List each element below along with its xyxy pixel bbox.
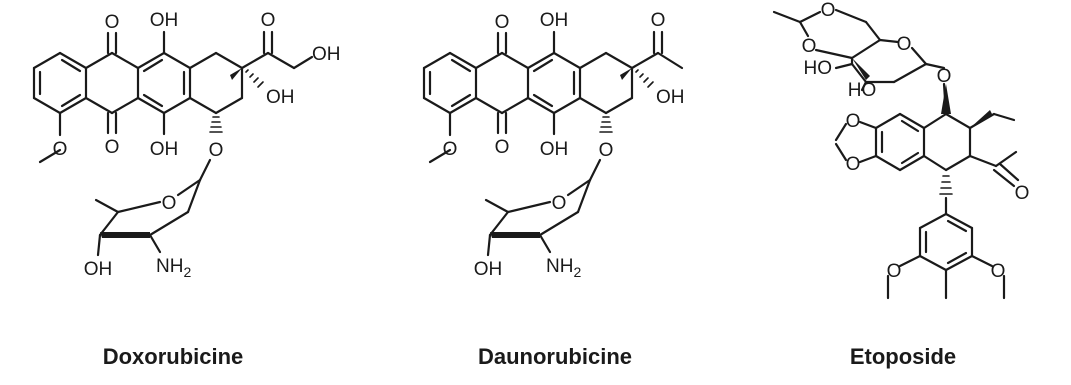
etoposide-wedge-bond: [852, 58, 870, 80]
daunorubicine-atom-labels: O OH O OH O O OH O O OH NH2: [443, 10, 685, 280]
doxorubicine-wedge-bond: [100, 232, 150, 238]
daunorubicine-atom-o: O: [443, 139, 458, 160]
daunorubicine-atom-o: O: [552, 193, 567, 214]
etoposide-atom-o: O: [821, 0, 836, 21]
doxorubicine-atom-oh: OH: [312, 44, 341, 65]
etoposide-structure: O O O HO HO O O O O O O: [772, 0, 1030, 300]
doxorubicine-caption: Doxorubicine: [102, 344, 244, 369]
doxorubicine-atom-o: O: [105, 137, 120, 158]
daunorubicine-atom-o: O: [495, 137, 510, 158]
daunorubicine-structure: O OH O OH O O OH O O OH NH2: [422, 10, 685, 280]
daunorubicine-atom-o: O: [495, 12, 510, 33]
daunorubicine-atom-nh2: NH2: [546, 256, 581, 280]
doxorubicine-atom-labels: O OH O OH OH O O OH O O OH NH2: [53, 10, 341, 280]
doxorubicine-wedge-bond: [230, 68, 242, 80]
doxorubicine-atom-oh: OH: [150, 139, 179, 160]
etoposide-atom-labels: O O O HO HO O O O O O O: [802, 0, 1030, 282]
daunorubicine-bonds: [422, 30, 684, 257]
etoposide-atom-o: O: [846, 154, 861, 175]
doxorubicine-atom-oh: OH: [84, 259, 113, 280]
daunorubicine-atom-o: O: [599, 140, 614, 161]
daunorubicine-atom-oh: OH: [540, 139, 569, 160]
doxorubicine-atom-o: O: [162, 193, 177, 214]
etoposide-atom-o: O: [846, 111, 861, 132]
doxorubicine-structure: O OH O OH OH O O OH O O OH NH2: [32, 10, 341, 280]
daunorubicine-wedge-bond: [490, 232, 540, 238]
etoposide-atom-o: O: [991, 261, 1006, 282]
doxorubicine-atom-o: O: [105, 12, 120, 33]
daunorubicine-atom-oh: OH: [540, 10, 569, 31]
etoposide-atom-o: O: [897, 34, 912, 55]
daunorubicine-caption: Daunorubicine: [477, 344, 632, 369]
doxorubicine-atom-o: O: [209, 140, 224, 161]
etoposide-atom-ho: HO: [804, 58, 833, 79]
etoposide-wedge-bond: [970, 110, 992, 128]
etoposide-atom-o: O: [887, 261, 902, 282]
doxorubicine-atom-oh: OH: [266, 87, 295, 108]
etoposide-atom-o: O: [802, 36, 817, 57]
etoposide-bonds: [772, 8, 1020, 300]
etoposide-wedge-bond: [941, 84, 951, 114]
daunorubicine-wedge-bond: [620, 68, 632, 80]
doxorubicine-atom-o: O: [261, 10, 276, 31]
doxorubicine-atom-o: O: [53, 139, 68, 160]
etoposide-atom-o: O: [937, 66, 952, 87]
daunorubicine-atom-oh: OH: [656, 87, 685, 108]
daunorubicine-atom-oh: OH: [474, 259, 503, 280]
doxorubicine-bonds: [32, 30, 314, 257]
doxorubicine-atom-oh: OH: [150, 10, 179, 31]
daunorubicine-atom-o: O: [651, 10, 666, 31]
etoposide-caption: Etoposide: [849, 344, 957, 369]
etoposide-atom-o: O: [1015, 183, 1030, 204]
etoposide-atom-ho: HO: [848, 80, 877, 101]
doxorubicine-atom-nh2: NH2: [156, 256, 191, 280]
